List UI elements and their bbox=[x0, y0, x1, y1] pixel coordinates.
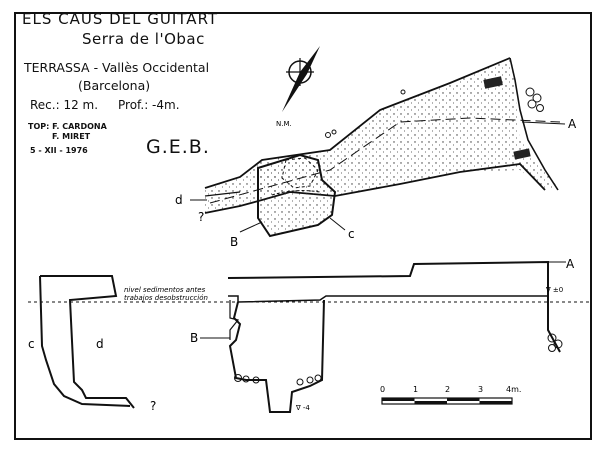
section-view: nivel sedimentos antes trabajos desobstr… bbox=[28, 257, 590, 413]
map-frame bbox=[14, 12, 592, 440]
location-text: TERRASSA - Vallès Occidental bbox=[24, 60, 210, 75]
depth-value: Prof.: -4m. bbox=[118, 98, 180, 112]
scale-bar: 0 1 2 3 4m. bbox=[380, 385, 521, 405]
section-label-d: d bbox=[96, 337, 104, 351]
north-arrow-icon: N.M. bbox=[276, 46, 320, 128]
topo-authors-1: TOP: F. CARDONA bbox=[28, 122, 107, 131]
plan-view: A B c d ? bbox=[175, 57, 577, 249]
sediment-note-1: nivel sedimentos antes bbox=[124, 286, 206, 294]
scale-tick-4: 4m. bbox=[506, 385, 521, 394]
topo-authors-2: F. MIRET bbox=[52, 132, 91, 141]
level-minus4: ∇ -4 bbox=[295, 404, 310, 412]
plan-label-c: c bbox=[348, 227, 355, 241]
survey-date: 5 - XII - 1976 bbox=[30, 146, 88, 155]
scale-tick-3: 3 bbox=[478, 385, 483, 394]
club-logo-text: G.E.B. bbox=[146, 136, 210, 158]
section-label-q: ? bbox=[150, 399, 156, 413]
cave-subtitle: Serra de l'Obac bbox=[82, 30, 205, 48]
cave-title: ELS CAUS DEL GUITART bbox=[22, 10, 219, 28]
plan-label-q: ? bbox=[198, 210, 204, 224]
province-text: (Barcelona) bbox=[78, 78, 151, 93]
level-zero: ∇ ±0 bbox=[545, 286, 563, 294]
sediment-note-2: trabajos desobstrucción bbox=[124, 294, 208, 302]
plan-label-b: B bbox=[230, 235, 238, 249]
scale-tick-1: 1 bbox=[413, 385, 418, 394]
scale-tick-0: 0 bbox=[380, 385, 385, 394]
plan-label-d: d bbox=[175, 193, 183, 207]
route-length: Rec.: 12 m. bbox=[30, 98, 99, 112]
plan-label-a: A bbox=[568, 117, 577, 131]
north-arrow-label: N.M. bbox=[276, 120, 292, 128]
scale-tick-2: 2 bbox=[445, 385, 450, 394]
section-label-a: A bbox=[566, 257, 575, 271]
section-label-c: c bbox=[28, 337, 35, 351]
section-label-b: B bbox=[190, 331, 198, 345]
